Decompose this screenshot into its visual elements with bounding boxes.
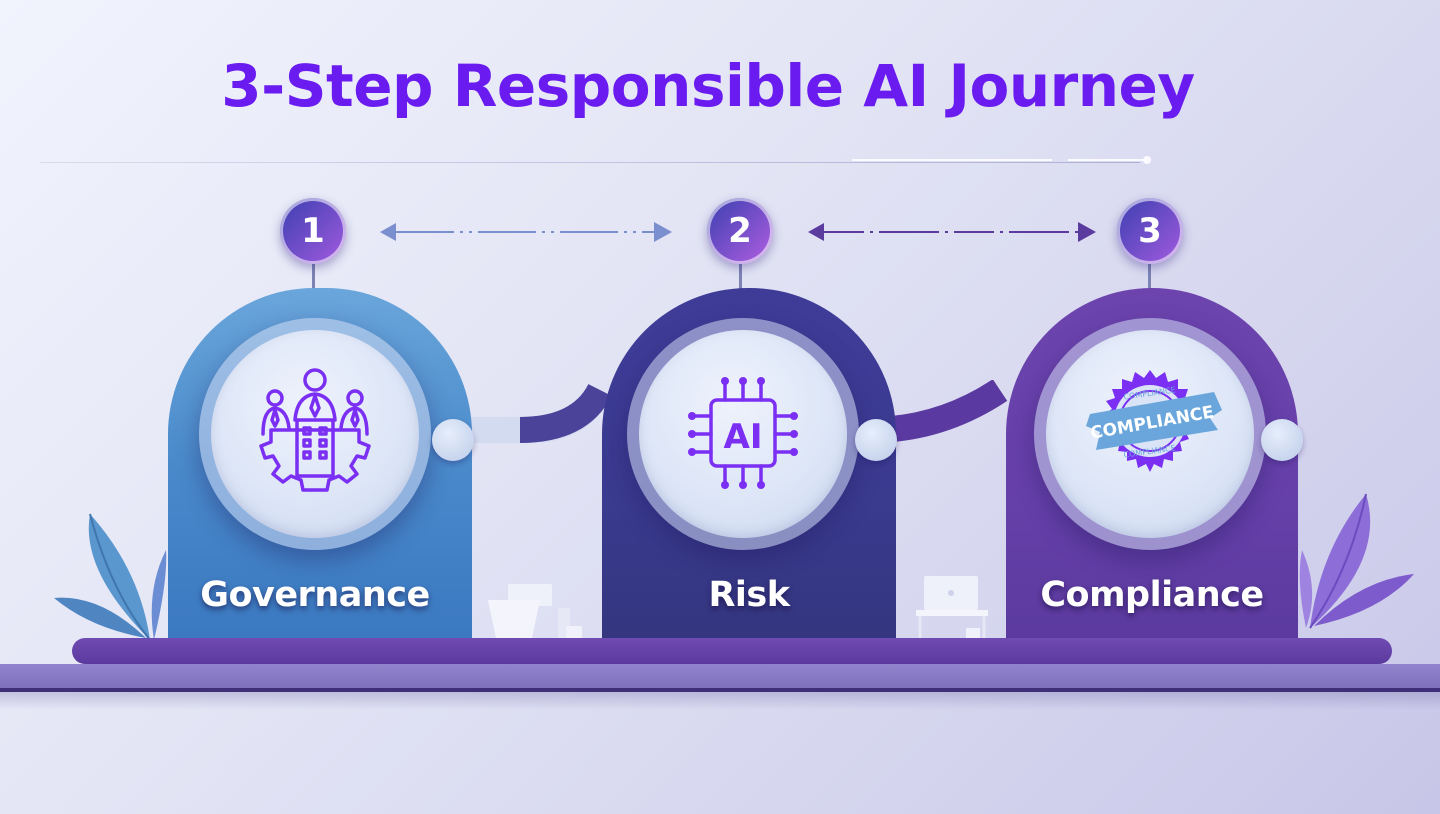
divider-dot: [1143, 156, 1151, 164]
step-label-risk: Risk: [708, 575, 790, 615]
ai-chip-icon: AI: [688, 377, 798, 489]
desk-objects-left: [488, 584, 582, 638]
step-label-governance: Governance: [200, 575, 430, 615]
step-disc-governance: [199, 318, 431, 550]
badge-stem-3: [1148, 262, 1151, 292]
leaf-plant-left: [54, 513, 167, 641]
leaf-plant-right: [1299, 493, 1414, 629]
connector-knob-2: [855, 419, 897, 461]
badge-stem-2: [739, 262, 742, 292]
team-gear-icon: [259, 368, 371, 492]
step-number-badge-1: 1: [280, 198, 346, 264]
arrow-1-to-2: [380, 222, 672, 242]
connector-knob-3: [1261, 419, 1303, 461]
divider-highlight-short: [1068, 159, 1144, 161]
step-disc-risk: AI: [627, 318, 859, 550]
shelf-shadow: [0, 692, 1440, 710]
divider-highlight: [852, 159, 1052, 161]
divider-line: [40, 162, 1140, 163]
badge-stem-1: [312, 262, 315, 292]
base-bar: [72, 638, 1392, 664]
step-number-badge-2: 2: [707, 198, 773, 264]
compliance-seal-icon: COMPLIANCE COMPLIANCE COMPLIANCE: [1086, 370, 1222, 472]
step-label-compliance: Compliance: [1040, 575, 1264, 615]
laptop-desk: [916, 576, 988, 638]
shelf: [0, 664, 1440, 690]
page-title: 3-Step Responsible AI Journey: [221, 52, 1195, 120]
arrow-2-to-3: [808, 222, 1096, 242]
ai-chip-text: AI: [724, 417, 763, 457]
step-disc-compliance: COMPLIANCE COMPLIANCE COMPLIANCE: [1034, 318, 1266, 550]
shelf-edge: [0, 688, 1440, 692]
connector-knob-1: [432, 419, 474, 461]
step-number-badge-3: 3: [1117, 198, 1183, 264]
